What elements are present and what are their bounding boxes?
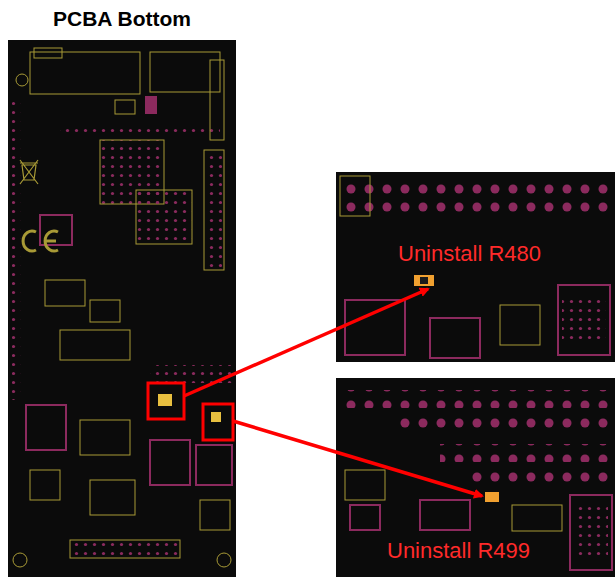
leader-arrow [184,289,428,396]
callout-label: Uninstall R480 [398,241,541,267]
page-title: PCBA Bottom [8,6,236,31]
zoom-inset-r499 [336,378,615,577]
callout-label: Uninstall R499 [387,538,530,564]
zoom-inset-r480 [336,172,615,362]
leader-arrow [233,421,482,496]
board-bottom [8,40,236,577]
